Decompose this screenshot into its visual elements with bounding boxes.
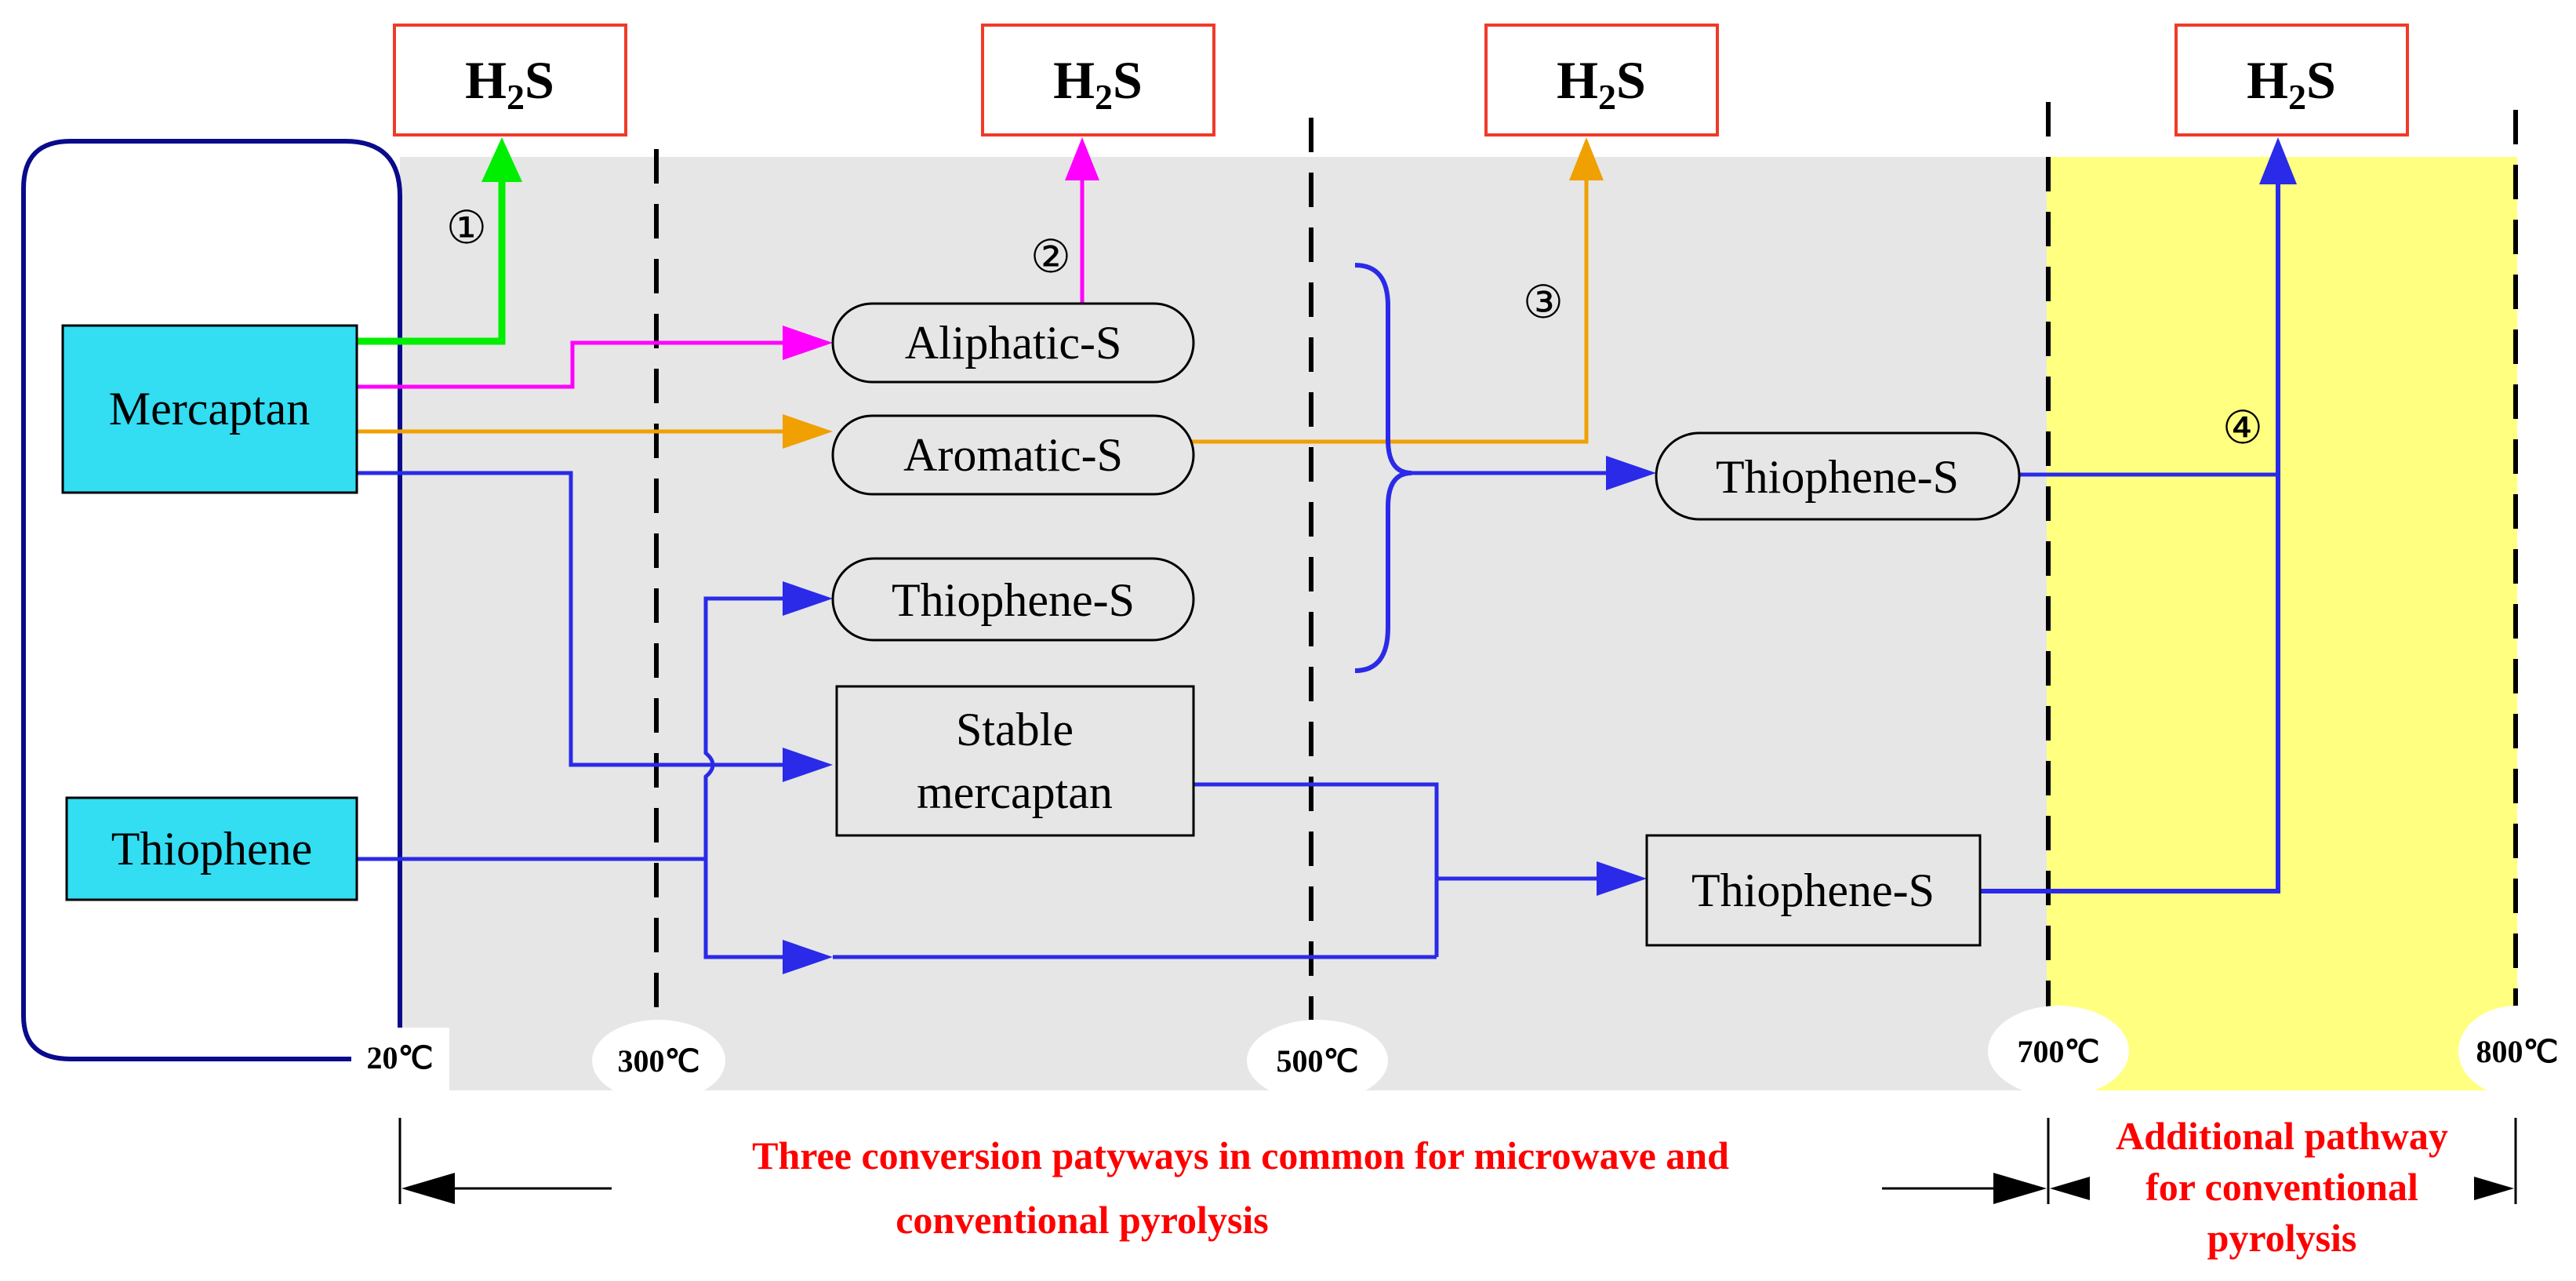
pathway-2-arrow [357, 137, 1099, 389]
svg-text:20℃: 20℃ [367, 1040, 434, 1075]
svg-text:Thiophene-S: Thiophene-S [1716, 451, 1959, 503]
stable-to-thiophene-arrow [1192, 782, 1647, 957]
pathway-1-arrow [357, 137, 522, 345]
temp-label-300: 300℃ [592, 1020, 725, 1101]
svg-text:H2S: H2S [2247, 50, 2336, 117]
svg-text:mercaptan: mercaptan [917, 766, 1113, 818]
pathway-number-2: ② [1030, 230, 1071, 283]
h2s-box-3: H2S [1484, 24, 1719, 136]
h2s-box-2: H2S [981, 24, 1215, 136]
svg-text:H2S: H2S [1053, 50, 1143, 117]
yellow-region [2047, 157, 2517, 1090]
aliphatic-s-pill: Aliphatic-S [831, 302, 1195, 384]
stable-mercaptan-box: Stable mercaptan [835, 685, 1195, 837]
h2s-box-4: H2S [2175, 24, 2409, 136]
aromatic-s-pill: Aromatic-S [831, 414, 1195, 496]
thiophene-box: Thiophene [65, 796, 358, 901]
source-bracket [21, 139, 402, 1061]
svg-text:Stable: Stable [956, 704, 1074, 755]
gray-region [400, 157, 2047, 1090]
pathway-number-3: ③ [1523, 275, 1564, 329]
svg-text:500℃: 500℃ [1277, 1043, 1359, 1079]
temp-label-20: 20℃ [351, 1028, 449, 1090]
mercaptan-to-stable-arrow [357, 471, 833, 782]
svg-text:Aromatic-S: Aromatic-S [903, 429, 1123, 481]
svg-text:Thiophene-S: Thiophene-S [1691, 864, 1935, 916]
mercaptan-box: Mercaptan [61, 324, 358, 494]
brace-to-thiophene-arrow [1412, 456, 1656, 490]
temp-label-500: 500℃ [1247, 1020, 1388, 1101]
additional-caption-line3: pyrolysis [2207, 1216, 2357, 1260]
pathway-number-1: ① [446, 201, 487, 254]
temp-label-700: 700℃ [1988, 1006, 2129, 1097]
thiophene-branch-arrows [357, 581, 1437, 974]
pathway-number-4: ④ [2222, 401, 2263, 454]
svg-text:800℃: 800℃ [2476, 1034, 2559, 1069]
h2s-box-1: H2S [393, 24, 627, 136]
svg-text:700℃: 700℃ [2018, 1034, 2100, 1069]
common-caption-line2: conventional pyrolysis [896, 1198, 1269, 1242]
svg-text:H2S: H2S [465, 50, 554, 117]
svg-text:300℃: 300℃ [618, 1043, 700, 1079]
svg-text:Mercaptan: Mercaptan [109, 383, 311, 435]
thiophene-s-pill-mid: Thiophene-S [1655, 431, 2021, 521]
svg-text:Thiophene: Thiophene [111, 823, 313, 875]
svg-text:Thiophene-S: Thiophene-S [892, 574, 1135, 626]
thiophene-s-pill-low: Thiophene-S [831, 557, 1195, 642]
pathway-4-arrow [1980, 137, 2297, 893]
svg-text:Aliphatic-S: Aliphatic-S [905, 317, 1122, 369]
thiophene-s-box-high: Thiophene-S [1645, 834, 1982, 947]
additional-caption-line2: for conventional [2145, 1165, 2418, 1209]
temp-label-800: 800℃ [2458, 1006, 2576, 1097]
svg-text:H2S: H2S [1557, 50, 1646, 117]
additional-caption-line1: Additional pathway [2116, 1114, 2448, 1158]
pathway-3-arrow [357, 137, 1604, 449]
common-caption-line1: Three conversion patyways in common for … [752, 1134, 1729, 1177]
